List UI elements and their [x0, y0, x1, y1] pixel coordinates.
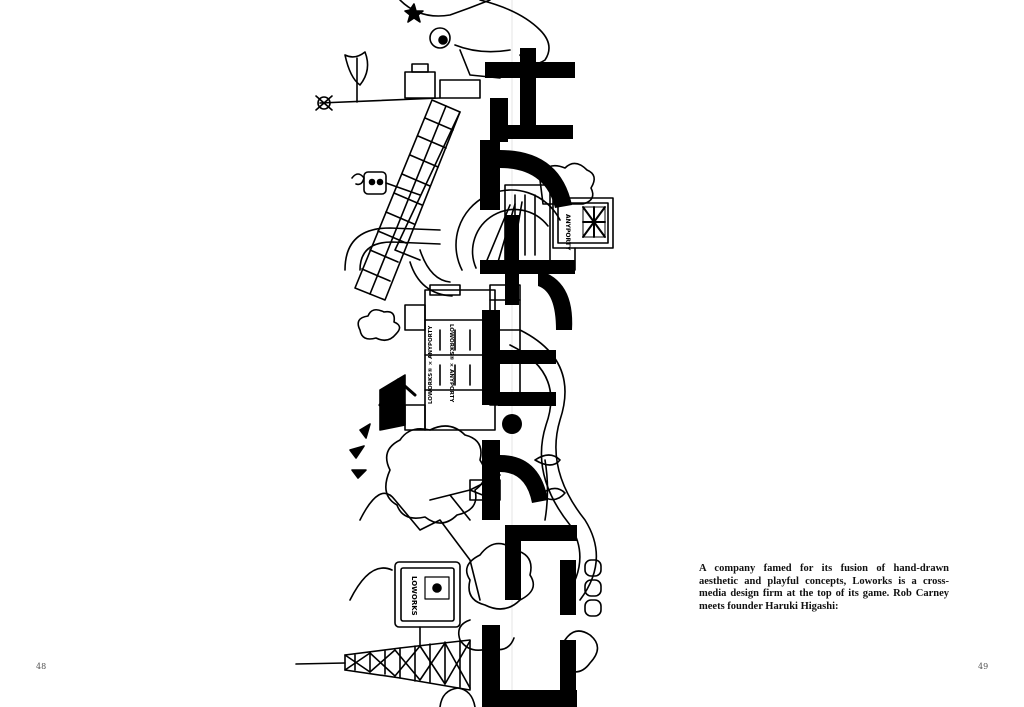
lattice-tower: [295, 639, 471, 691]
building-sign-text-lower: LOWORKS® × ANYPORTY: [428, 325, 434, 404]
loworks-sign-text: LOWORKS: [410, 576, 418, 616]
anyporty-sign-text: ANYPORTY: [564, 214, 571, 251]
chain-links: [584, 559, 602, 617]
page-number-right: 49: [978, 662, 989, 671]
leaf-plant: [534, 454, 566, 521]
left-page: [0, 0, 512, 707]
anyporty-sign: [552, 197, 614, 271]
vertical-title-letterforms: [480, 48, 577, 707]
article-intro-text: A company famed for its fusion of hand-d…: [699, 563, 949, 612]
city-illustration: ANYPORTY LOWORKS LOWORKS® × ANYPORTY LOW…: [295, 0, 614, 707]
office-building: [378, 284, 496, 431]
page-number-left: 48: [36, 662, 47, 671]
flag-monument: [315, 51, 481, 111]
blob-shape: [564, 630, 599, 673]
badge-shape: [439, 687, 476, 707]
tilted-tower: [354, 99, 461, 301]
right-page: [512, 0, 1024, 707]
loworks-sign: [394, 561, 461, 646]
building-sign-text-upper: LOWORKS® × ANYPORTY: [448, 324, 454, 403]
robot-figure: [351, 171, 421, 196]
creature-drawing: [399, 0, 550, 79]
wavy-river: [509, 329, 598, 601]
bushes: [457, 542, 535, 651]
small-cloud: [357, 308, 401, 342]
